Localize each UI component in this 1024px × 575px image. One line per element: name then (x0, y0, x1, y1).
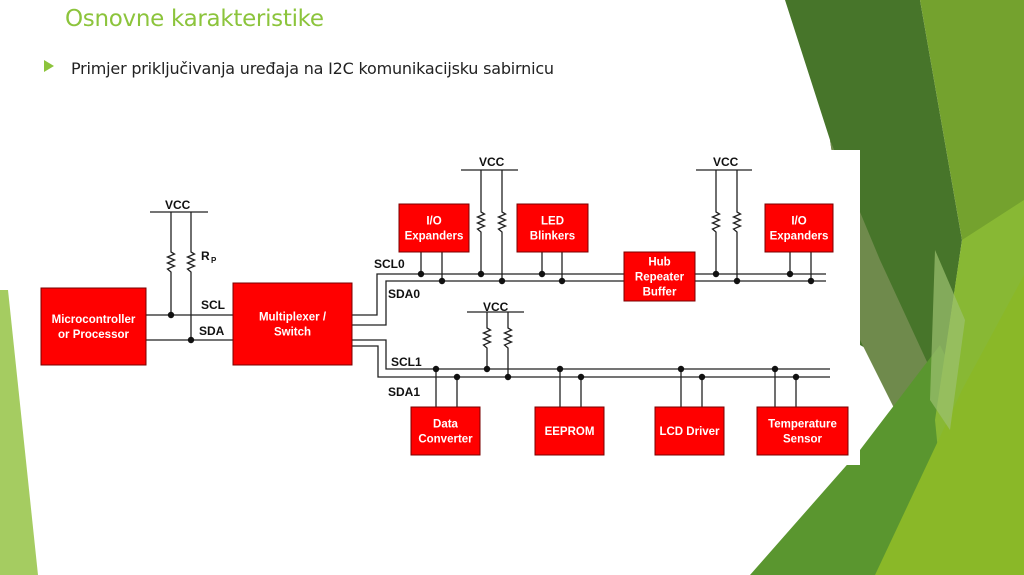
signal-labels: SCL SDA SCL0 SDA0 SCL1 SDA1 VCC VCC VCC … (165, 155, 739, 399)
block-label: Expanders (405, 231, 464, 243)
pull-up-resistor (496, 170, 508, 281)
junction-dot (677, 365, 685, 373)
junction-dot (538, 270, 546, 278)
io-expanders-block: I/O Expanders (764, 203, 834, 253)
block-label: Multiplexer / (259, 312, 327, 324)
bullet-text: Primjer priključivanja uređaja na I2C ko… (71, 59, 554, 78)
block-label: Temperature (768, 419, 837, 431)
label-rp: R (201, 249, 210, 263)
label-sda1: SDA1 (388, 385, 420, 399)
block-label: Microcontroller (52, 314, 136, 326)
label-scl1: SCL1 (391, 355, 422, 369)
wire (352, 339, 830, 370)
block-label: Converter (418, 434, 473, 446)
block-label: Data (433, 419, 459, 431)
block-label: I/O (426, 216, 441, 228)
junction-dot (712, 270, 720, 278)
junction-dot (504, 373, 512, 381)
junction-dot (187, 336, 195, 344)
block-label: EEPROM (545, 426, 595, 438)
label-rp-subscript: P (211, 256, 217, 265)
junction-dot (498, 277, 506, 285)
junction-dot (786, 270, 794, 278)
label-vcc: VCC (483, 300, 509, 314)
label-scl: SCL (201, 298, 225, 312)
lcd-driver-block: LCD Driver (654, 406, 725, 456)
label-vcc: VCC (713, 155, 739, 169)
junction-dot (417, 270, 425, 278)
junction-dot (733, 277, 741, 285)
block-label: Buffer (643, 287, 677, 299)
pull-up-resistor (710, 170, 722, 274)
multiplexer-switch-block: Multiplexer / Switch (232, 282, 353, 366)
label-scl0: SCL0 (374, 257, 405, 271)
pull-up-resistor (502, 312, 514, 377)
label-vcc: VCC (479, 155, 505, 169)
io-expanders-block: I/O Expanders (398, 203, 470, 253)
junction-dot (167, 311, 175, 319)
junction-dot (477, 270, 485, 278)
label-vcc: VCC (165, 198, 191, 212)
junction-dot (771, 365, 779, 373)
block-label: LCD Driver (659, 426, 720, 438)
block-label: I/O (791, 216, 806, 228)
bus-wires (146, 169, 830, 407)
junction-dot (807, 277, 815, 285)
block-label: or Processor (58, 329, 129, 341)
pull-up-resistor (475, 170, 487, 274)
junction-dot (453, 373, 461, 381)
junction-dot (577, 373, 585, 381)
block-label: LED (541, 216, 564, 228)
label-sda: SDA (199, 324, 225, 338)
slide-title: Osnovne karakteristike (65, 6, 324, 32)
bullet-arrow-icon (44, 60, 54, 72)
block-label: Hub (648, 257, 670, 269)
block-label: Blinkers (530, 231, 575, 243)
microcontroller-block: Microcontroller or Processor (40, 287, 147, 366)
wire (352, 345, 830, 378)
led-blinkers-block: LED Blinkers (516, 203, 589, 253)
eeprom-block: EEPROM (534, 406, 605, 456)
junction-dot (556, 365, 564, 373)
block-label: Switch (274, 327, 311, 339)
junction-dot (432, 365, 440, 373)
junction-dot (698, 373, 706, 381)
pull-up-resistor (731, 170, 743, 281)
device-blocks: Microcontroller or Processor Multiplexer /… (40, 203, 849, 456)
block-label: Repeater (635, 272, 685, 284)
wire (352, 273, 624, 316)
pull-up-resistor (165, 212, 177, 315)
block-label: Expanders (770, 231, 829, 243)
pull-up-resistor (481, 312, 493, 369)
junction-dot (483, 365, 491, 373)
junction-dot (558, 277, 566, 285)
junction-dot (792, 373, 800, 381)
label-sda0: SDA0 (388, 287, 420, 301)
pull-up-resistor (185, 212, 197, 340)
junction-dot (438, 277, 446, 285)
block-label: Sensor (783, 434, 823, 446)
